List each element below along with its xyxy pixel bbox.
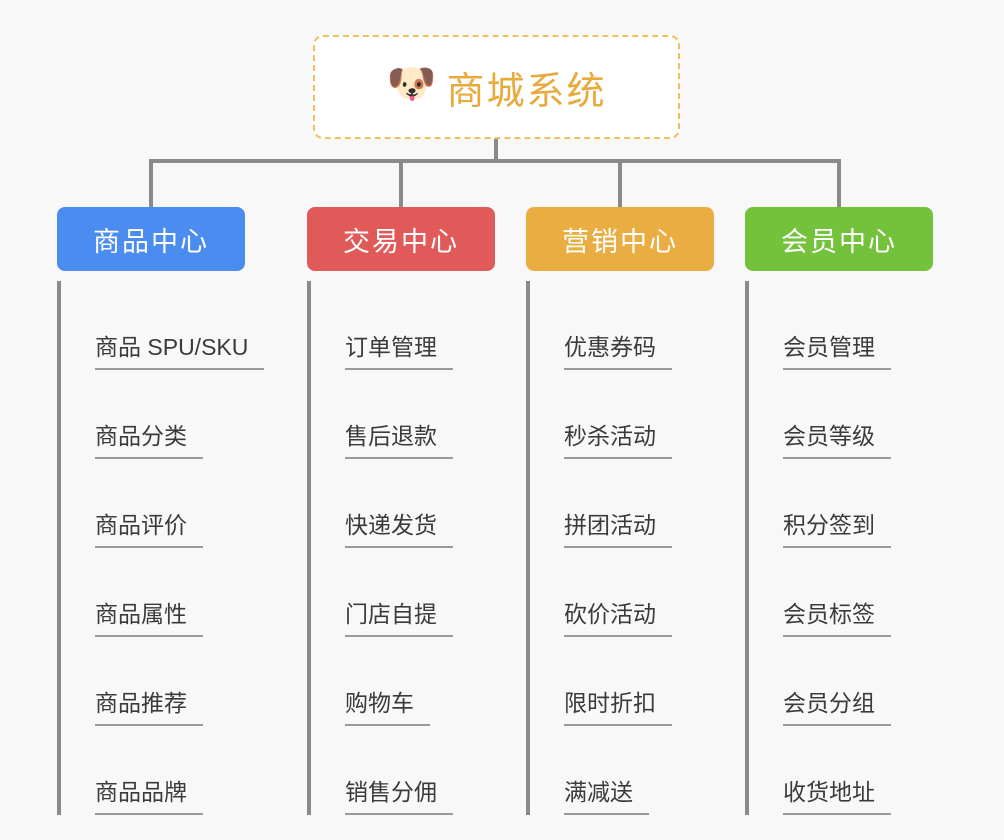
branch-item-label: 商品 SPU/SKU <box>95 328 265 370</box>
branch-item[interactable]: 会员标签 <box>753 548 933 637</box>
branch-item-list: 订单管理售后退款快递发货门店自提购物车销售分佣 <box>307 281 495 815</box>
branch-item-label: 积分签到 <box>783 506 891 548</box>
branch-item-label: 收货地址 <box>783 773 891 815</box>
branch-item-label: 优惠券码 <box>564 328 672 370</box>
branch-item[interactable]: 限时折扣 <box>534 637 714 726</box>
branch-item[interactable]: 拼团活动 <box>534 459 714 548</box>
branch-item-label: 限时折扣 <box>564 684 672 726</box>
branch-item[interactable]: 收货地址 <box>753 726 933 815</box>
branch-header[interactable]: 会员中心 <box>745 207 933 271</box>
branch-item-label: 会员管理 <box>783 328 891 370</box>
branch-item[interactable]: 商品 SPU/SKU <box>65 281 265 370</box>
branch-item-label: 商品推荐 <box>95 684 203 726</box>
branch-item-label: 会员标签 <box>783 595 891 637</box>
branch-item-label: 会员分组 <box>783 684 891 726</box>
branch-header[interactable]: 交易中心 <box>307 207 495 271</box>
branch-item[interactable]: 砍价活动 <box>534 548 714 637</box>
branch-column-1: 商品中心商品 SPU/SKU 商品分类商品评价商品属性商品推荐商品品牌 <box>57 207 265 815</box>
branch-item[interactable]: 商品推荐 <box>65 637 245 726</box>
branch-item-list: 会员管理会员等级积分签到会员标签会员分组收货地址 <box>745 281 933 815</box>
connector-drop-1 <box>149 159 153 207</box>
branch-item[interactable]: 门店自提 <box>315 548 495 637</box>
root-node[interactable]: 🐶 商城系统 <box>313 35 680 139</box>
branch-item-label: 门店自提 <box>345 595 453 637</box>
connector-drop-4 <box>837 159 841 207</box>
branch-item-label: 商品分类 <box>95 417 203 459</box>
branch-item[interactable]: 会员分组 <box>753 637 933 726</box>
shiba-dog-face-icon: 🐶 <box>386 62 437 106</box>
branch-item[interactable]: 销售分佣 <box>315 726 495 815</box>
branch-item[interactable]: 订单管理 <box>315 281 495 370</box>
branch-item[interactable]: 购物车 <box>315 637 495 726</box>
connector-drop-3 <box>618 159 622 207</box>
branch-item-label: 订单管理 <box>345 328 453 370</box>
branch-column-2: 交易中心订单管理售后退款快递发货门店自提购物车销售分佣 <box>307 207 495 815</box>
branch-item-label: 销售分佣 <box>345 773 453 815</box>
branch-item[interactable]: 优惠券码 <box>534 281 714 370</box>
branch-item[interactable]: 商品评价 <box>65 459 245 548</box>
branch-item[interactable]: 商品品牌 <box>65 726 245 815</box>
branch-item[interactable]: 商品分类 <box>65 370 245 459</box>
connector-trunk <box>494 139 498 161</box>
branch-item[interactable]: 商品属性 <box>65 548 245 637</box>
branch-item-label: 拼团活动 <box>564 506 672 548</box>
branch-item-label: 购物车 <box>345 684 430 726</box>
branch-item-list: 优惠券码秒杀活动拼团活动砍价活动限时折扣满减送 <box>526 281 714 815</box>
branch-item-label: 满减送 <box>564 773 649 815</box>
branch-item-label: 商品品牌 <box>95 773 203 815</box>
branch-item-label: 售后退款 <box>345 417 453 459</box>
branch-item-label: 秒杀活动 <box>564 417 672 459</box>
branch-item[interactable]: 会员等级 <box>753 370 933 459</box>
connector-drop-2 <box>399 159 403 207</box>
root-title: 商城系统 <box>446 70 607 113</box>
branch-header[interactable]: 营销中心 <box>526 207 714 271</box>
branch-item-label: 会员等级 <box>783 417 891 459</box>
connector-rail <box>149 159 841 163</box>
branch-item-list: 商品 SPU/SKU 商品分类商品评价商品属性商品推荐商品品牌 <box>57 281 265 815</box>
branch-header[interactable]: 商品中心 <box>57 207 245 271</box>
branch-item-label: 商品属性 <box>95 595 203 637</box>
branch-item[interactable]: 售后退款 <box>315 370 495 459</box>
branch-item[interactable]: 秒杀活动 <box>534 370 714 459</box>
branch-item[interactable]: 快递发货 <box>315 459 495 548</box>
branch-column-4: 会员中心会员管理会员等级积分签到会员标签会员分组收货地址 <box>745 207 933 815</box>
branch-item-label: 砍价活动 <box>564 595 672 637</box>
branch-item[interactable]: 会员管理 <box>753 281 933 370</box>
branch-item[interactable]: 积分签到 <box>753 459 933 548</box>
branch-item[interactable]: 满减送 <box>534 726 714 815</box>
branch-item-label: 商品评价 <box>95 506 203 548</box>
branch-item-label: 快递发货 <box>345 506 453 548</box>
branch-column-3: 营销中心优惠券码秒杀活动拼团活动砍价活动限时折扣满减送 <box>526 207 714 815</box>
